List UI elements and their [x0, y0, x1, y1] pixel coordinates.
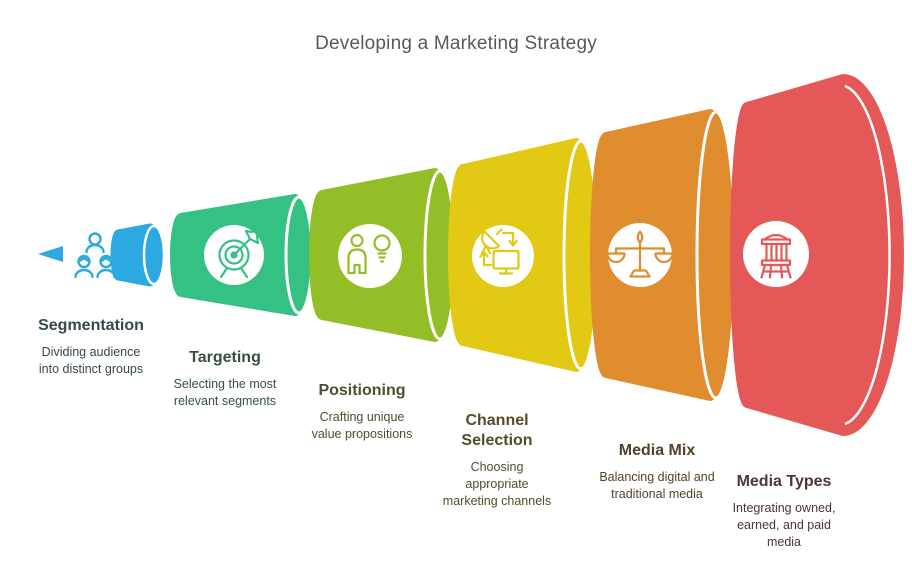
funnel-cap-media-types-highlight [844, 84, 891, 426]
stage-label-media-mix: Media Mix Balancing digital and traditio… [577, 441, 737, 503]
desc-line: Integrating owned, [732, 501, 836, 515]
desc-line: Dividing audience [41, 345, 141, 359]
desc-line: Balancing digital and [599, 470, 715, 484]
stage-description: Balancing digital and traditional media [577, 469, 737, 503]
stage-description: Dividing audience into distinct groups [11, 344, 171, 378]
balance-scale-icon [606, 230, 674, 278]
desc-line: Selecting the most [173, 377, 277, 391]
megaphone-tip-triangle [38, 246, 63, 262]
satellite-monitor-icon [479, 228, 520, 275]
desc-line: into distinct groups [38, 361, 144, 376]
desc-line: appropriate [465, 476, 529, 491]
podium-icon [760, 233, 792, 279]
desc-line: relevant segments [173, 393, 277, 408]
icon-circle-channel-selection [472, 225, 534, 287]
stage-label-segmentation: Segmentation Dividing audience into dist… [11, 316, 171, 378]
funnel-segment-media-types [730, 74, 904, 436]
stage-description: Integrating owned, earned, and paid medi… [704, 500, 864, 550]
target-dart-icon [218, 229, 260, 279]
person-lightbulb-icon [347, 233, 391, 275]
desc-line: Crafting unique [319, 410, 405, 424]
funnel-cap-media-mix [695, 110, 737, 400]
desc-line: Choosing [470, 460, 524, 474]
stage-title: Targeting [189, 349, 261, 366]
stage-title: Channel Selection [461, 412, 533, 449]
stage-label-media-types: Media Types Integrating owned, earned, a… [704, 472, 864, 550]
stage-description: Selecting the most relevant segments [145, 376, 305, 410]
desc-line: traditional media [611, 486, 703, 501]
audience-icon [74, 232, 116, 279]
desc-line: media [766, 534, 802, 549]
stage-label-positioning: Positioning Crafting unique value propos… [282, 381, 442, 443]
funnel-cap-targeting [284, 195, 314, 315]
desc-line: value propositions [311, 426, 413, 441]
desc-line: earned, and paid [737, 517, 831, 532]
stage-label-targeting: Targeting Selecting the most relevant se… [145, 348, 305, 410]
funnel-cap-segmentation [142, 224, 166, 286]
stage-description: Crafting unique value propositions [282, 409, 442, 443]
stage-title: Media Types [736, 473, 832, 490]
page-title: Developing a Marketing Strategy [315, 33, 597, 54]
stage-title: Media Mix [618, 442, 696, 459]
stage-label-channel-selection: Channel Selection Choosing appropriate m… [417, 411, 577, 509]
stage-title: Segmentation [38, 317, 144, 334]
stage-description: Choosing appropriate marketing channels [417, 459, 577, 509]
stage-title: Positioning [318, 382, 406, 399]
desc-line: marketing channels [442, 493, 552, 508]
